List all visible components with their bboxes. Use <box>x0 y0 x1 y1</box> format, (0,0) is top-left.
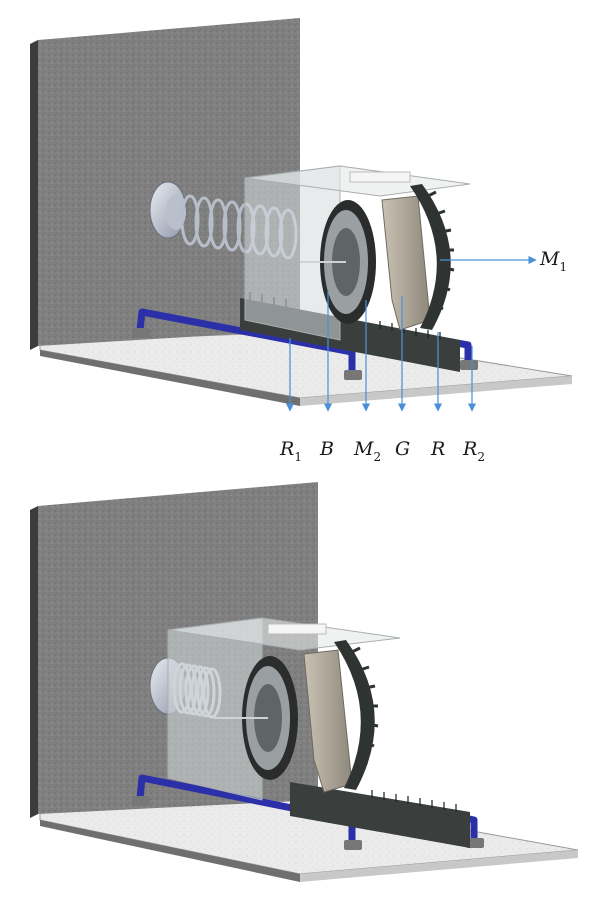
rail-left <box>132 774 362 850</box>
label-R: R <box>430 438 445 460</box>
top-slot <box>349 171 411 183</box>
brake-disk <box>300 200 376 324</box>
wall-side <box>30 506 38 818</box>
brake-disk <box>214 656 298 780</box>
brake-shoe <box>303 649 353 793</box>
panel-bottom <box>30 482 579 882</box>
label-M2: M2 <box>353 438 381 464</box>
brake-shoe <box>381 195 431 331</box>
floor-edge <box>40 350 300 406</box>
floor-edge-right <box>300 850 578 882</box>
label-R2: R2 <box>462 438 485 464</box>
label-G: G <box>395 438 410 460</box>
rack <box>290 782 470 848</box>
top-slot <box>267 623 327 635</box>
label-R1: R1 <box>279 438 302 464</box>
gear <box>334 640 379 790</box>
wall-side <box>30 40 38 350</box>
panel-top: M1 R1 B M2 G R R2 <box>30 18 573 464</box>
rail-left <box>132 308 362 380</box>
floor-edge-right <box>300 376 572 406</box>
floor-edge <box>40 820 300 882</box>
label-B: B <box>319 438 334 460</box>
label-M1: M1 <box>539 248 567 274</box>
pointer-lines <box>285 255 537 412</box>
gear <box>410 184 455 330</box>
housing-box <box>244 165 471 341</box>
